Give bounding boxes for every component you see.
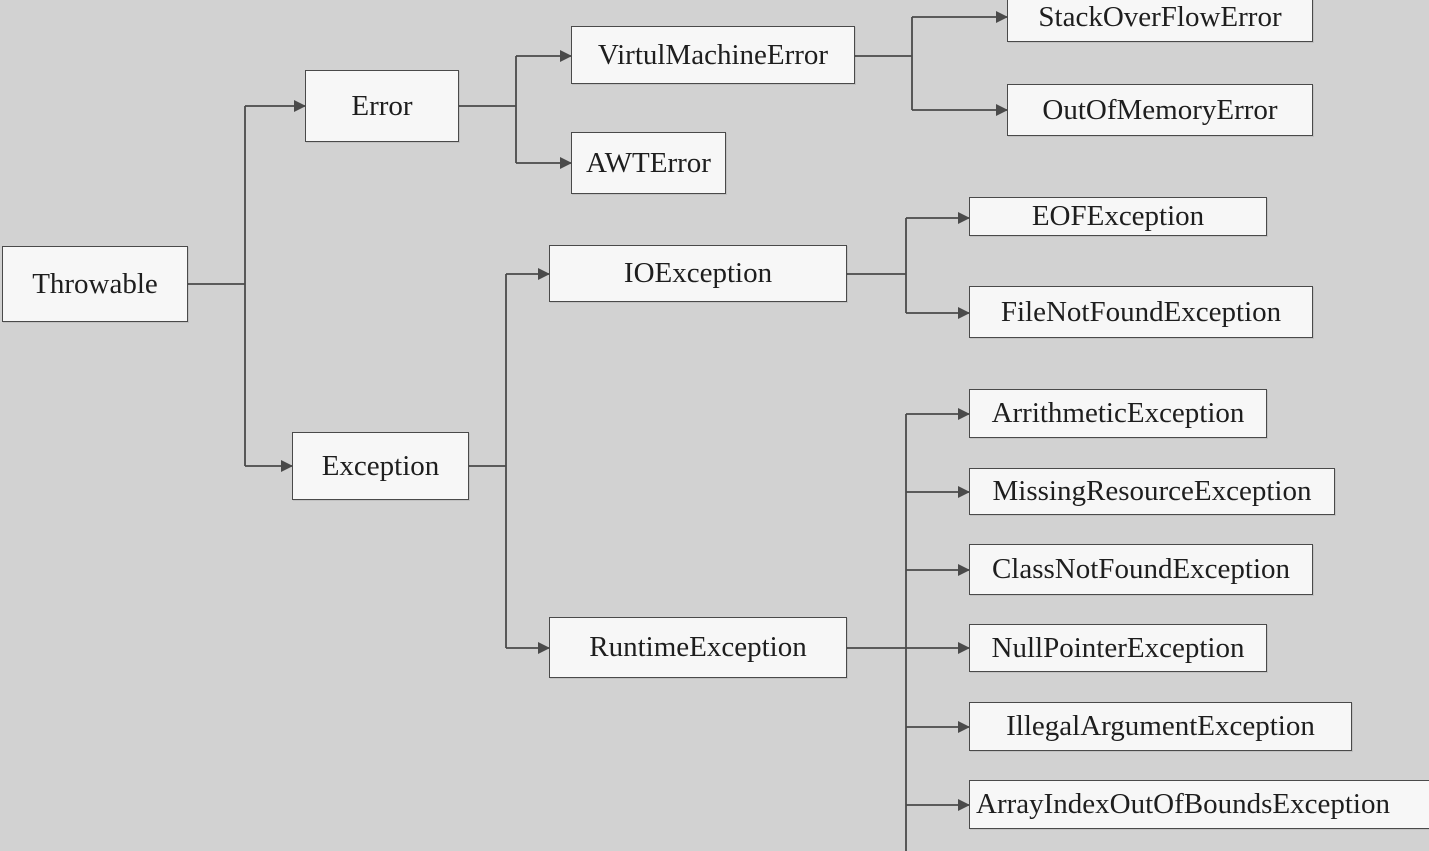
node-missing-resource-exception: MissingResourceException bbox=[969, 468, 1335, 515]
node-awt-error: AWTError bbox=[571, 132, 726, 194]
node-arithmetic-exception: ArrithmeticException bbox=[969, 389, 1267, 438]
node-array-index-out-of-bounds-exception: ArrayIndexOutOfBoundsException bbox=[969, 780, 1429, 829]
node-file-not-found-exception: FileNotFoundException bbox=[969, 286, 1313, 338]
node-eof-exception: EOFException bbox=[969, 197, 1267, 236]
node-throwable: Throwable bbox=[2, 246, 188, 322]
node-exception: Exception bbox=[292, 432, 469, 500]
node-io-exception: IOException bbox=[549, 245, 847, 302]
node-null-pointer-exception: NullPointerException bbox=[969, 624, 1267, 672]
node-virtual-machine-error: VirtulMachineError bbox=[571, 26, 855, 84]
node-illegal-argument-exception: IllegalArgumentException bbox=[969, 702, 1352, 751]
node-runtime-exception: RuntimeException bbox=[549, 617, 847, 678]
node-out-of-memory-error: OutOfMemoryError bbox=[1007, 84, 1313, 136]
node-stack-overflow-error: StackOverFlowError bbox=[1007, 0, 1313, 42]
node-error: Error bbox=[305, 70, 459, 142]
node-class-not-found-exception: ClassNotFoundException bbox=[969, 544, 1313, 595]
